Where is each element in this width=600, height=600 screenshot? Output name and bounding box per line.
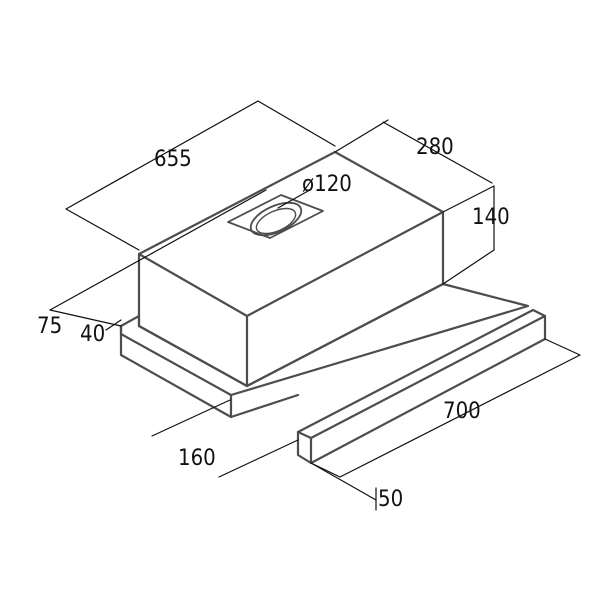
label-120: ø120 xyxy=(302,172,352,197)
motor-box-left-face xyxy=(137,252,249,388)
label-75: 75 xyxy=(37,314,62,339)
dim-75-ext xyxy=(49,309,122,327)
dim-140-ext-bottom xyxy=(442,249,495,285)
base-frame-side xyxy=(229,393,300,419)
label-50: 50 xyxy=(378,487,403,512)
dimension-labels: 655 280 140 ø120 75 40 160 700 50 xyxy=(37,135,510,512)
dim-140-ext-top xyxy=(442,185,495,213)
dim-700-line xyxy=(339,354,581,478)
hood-outline xyxy=(119,150,547,465)
label-700: 700 xyxy=(443,399,481,424)
label-140: 140 xyxy=(472,205,510,230)
dim-655-ext-right xyxy=(257,100,336,147)
label-280: 280 xyxy=(416,135,454,160)
outlet-collar xyxy=(227,194,324,239)
dim-40-line xyxy=(105,319,122,331)
dim-50-line xyxy=(310,462,377,501)
outlet-ring xyxy=(249,201,303,237)
dim-75-line xyxy=(49,189,267,311)
motor-box-top xyxy=(137,150,445,318)
dim-280-line xyxy=(382,121,493,184)
dim-280-ext xyxy=(334,119,389,153)
dim-655-ext-left xyxy=(65,208,140,251)
dimension-lines xyxy=(49,100,581,511)
dim-700-ext-right xyxy=(544,338,581,356)
dim-160-line xyxy=(151,399,231,437)
base-frame-front xyxy=(119,324,233,419)
dim-655-line xyxy=(65,100,259,210)
label-655: 655 xyxy=(154,147,192,172)
dim-120-leader xyxy=(277,190,309,209)
label-160: 160 xyxy=(178,446,216,471)
outlet-inner-ring xyxy=(255,207,297,235)
dim-160-ext xyxy=(218,439,299,478)
base-frame-top xyxy=(119,282,530,397)
front-panel-top xyxy=(296,308,547,440)
label-40: 40 xyxy=(80,322,105,347)
